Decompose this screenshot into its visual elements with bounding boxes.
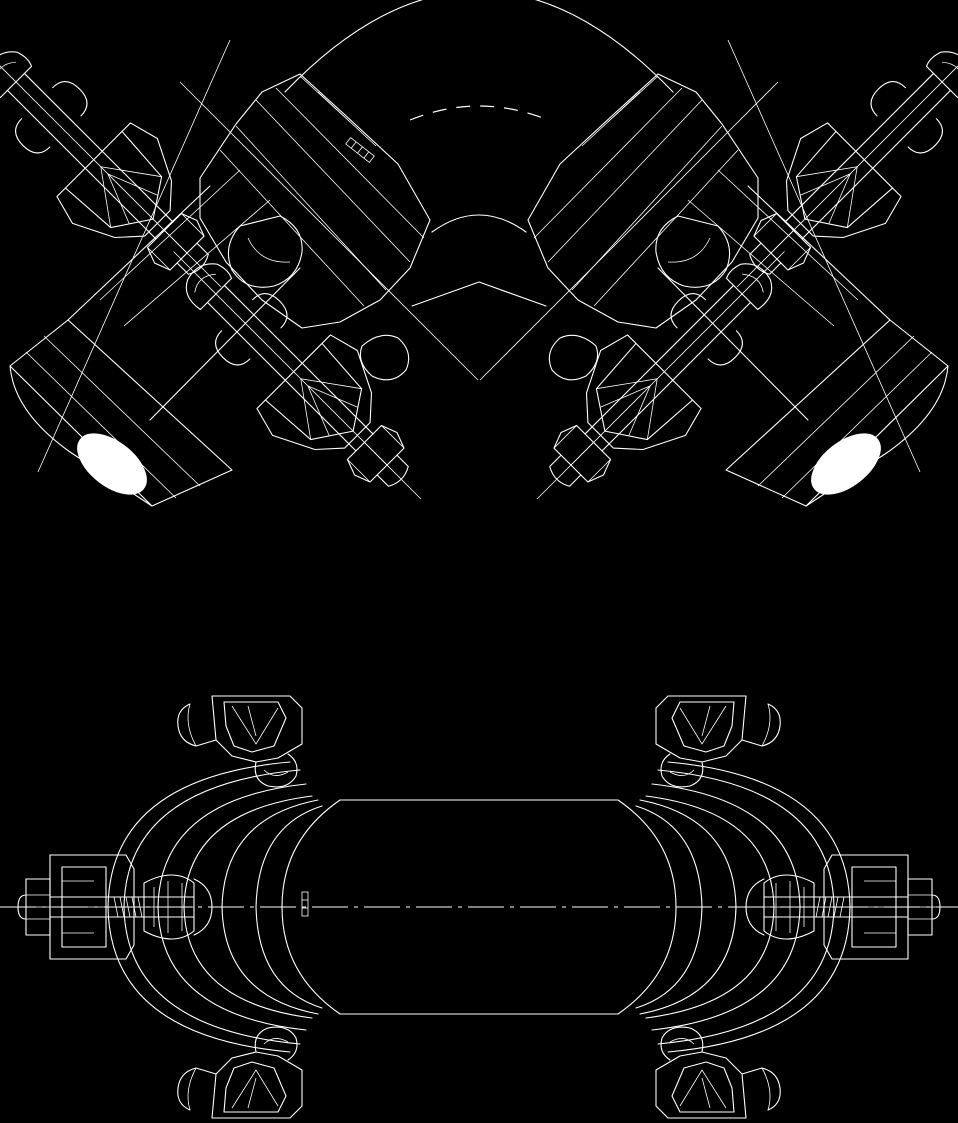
clamp-ear-top-left — [177, 695, 303, 788]
left-center-lug — [359, 334, 410, 381]
clamp-ear-bottom-right — [655, 1026, 781, 1119]
right-center-lug — [548, 334, 599, 381]
elbow-top-view — [0, 0, 958, 542]
elbow-right-section — [479, 0, 958, 542]
left-pipe-bore — [77, 433, 147, 495]
left-coupling-housing — [199, 73, 431, 329]
coupling-tag — [301, 891, 309, 917]
clamp-ear-top-right — [655, 695, 781, 788]
coupling-pipe-body — [281, 799, 677, 1015]
side-bolt-right — [745, 854, 943, 960]
elbow-inner-saddle — [431, 214, 527, 233]
clamp-ear-bottom-left — [177, 1026, 303, 1119]
bolt-assembly-upper-left — [0, 0, 264, 330]
elbow-left-section — [0, 0, 479, 542]
left-knob — [227, 215, 303, 288]
coupling-side-view — [0, 695, 958, 1119]
elbow-outer-arc — [284, 0, 674, 93]
right-coupling-housing — [527, 73, 759, 329]
bolt-assembly-upper-right — [694, 0, 958, 330]
right-pipe-bore — [811, 433, 881, 495]
elbow-tag — [345, 137, 375, 163]
elbow-inner-v-lines — [411, 281, 547, 307]
right-knob — [655, 215, 731, 288]
side-bolt-left — [15, 854, 213, 960]
elbow-inner-dashed-arc — [409, 105, 549, 121]
